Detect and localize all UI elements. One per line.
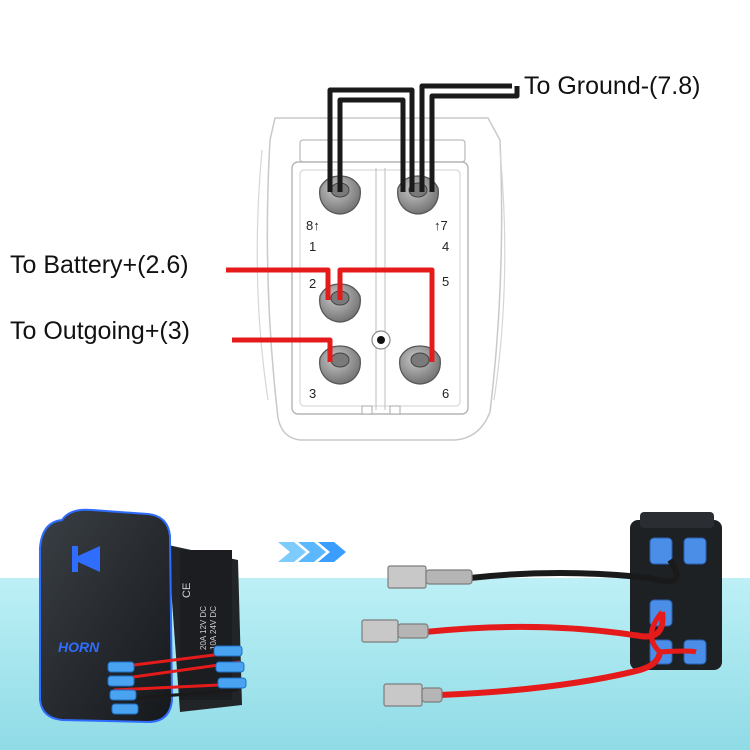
- spade-crimp-1: [425, 569, 473, 585]
- wired-rocker-switch-back: [361, 512, 722, 707]
- switch-housing-inner-line-right: [493, 149, 506, 401]
- side-rating-2: 10A 24V DC: [209, 606, 218, 650]
- outgoing-wire: [232, 337, 333, 362]
- pin-1-label: 1: [309, 239, 316, 254]
- center-led-dot: [377, 336, 385, 344]
- switch-side-housing-shade: [180, 550, 232, 700]
- chevron-arrow-icon: [278, 542, 346, 562]
- spade-terminal-2: [361, 619, 399, 643]
- pin-6-label: 6: [442, 386, 449, 401]
- battery-wire: [226, 267, 331, 300]
- bottom-tab-left: [361, 405, 373, 415]
- switch-back-diagram: [256, 117, 506, 441]
- outgoing-label: To Outgoing+(3): [10, 317, 190, 345]
- side-rating-1: 20A 12V DC: [199, 606, 208, 650]
- ground-label: To Ground-(7.8): [524, 72, 700, 100]
- pin-8-label: 8↑: [306, 218, 320, 233]
- switch-housing-inner-line: [256, 149, 269, 401]
- switch-front-face: [39, 508, 174, 724]
- pin-5-label: 5: [442, 274, 449, 289]
- black-wire-to-spade: [469, 558, 680, 585]
- spade-terminal-3: [383, 683, 423, 707]
- bottom-tab-right: [389, 405, 401, 415]
- ground-wire-pin7-outer: [419, 83, 512, 192]
- spade-crimp-2: [397, 623, 429, 639]
- spade-terminals: [361, 565, 473, 707]
- horn-icon: [72, 546, 100, 572]
- ground-wires: [327, 83, 520, 192]
- pin-2-label: 2: [309, 276, 316, 291]
- horn-label: HORN: [58, 639, 100, 655]
- positive-wires: [226, 267, 435, 362]
- pin-7-label: ↑7: [434, 218, 448, 233]
- side-ce-mark: CE: [181, 583, 193, 598]
- back-switch-body: [630, 520, 722, 670]
- blue-connectors: [107, 645, 247, 715]
- spade-terminal-1: [387, 565, 427, 589]
- battery-label: To Battery+(2.6): [10, 251, 189, 279]
- spade-crimp-3: [421, 687, 443, 703]
- horn-rocker-switch-front: CE 20A 12V DC 10A 24V DC HORN: [39, 508, 247, 724]
- ground-wire-pin8-inner: [337, 97, 406, 192]
- ground-wire-pin7-inner: [429, 86, 520, 192]
- terminal-3: [319, 345, 361, 385]
- ground-wire-pin8-outer: [327, 87, 415, 192]
- switch-back-inner: [299, 169, 461, 407]
- jumper-wire-2-to-6: [337, 267, 435, 362]
- pin-4-label: 4: [442, 239, 449, 254]
- red-wire-upper: [424, 611, 666, 640]
- pin-3-label: 3: [309, 386, 316, 401]
- red-wire-lower: [439, 649, 663, 698]
- back-switch-top: [640, 512, 714, 528]
